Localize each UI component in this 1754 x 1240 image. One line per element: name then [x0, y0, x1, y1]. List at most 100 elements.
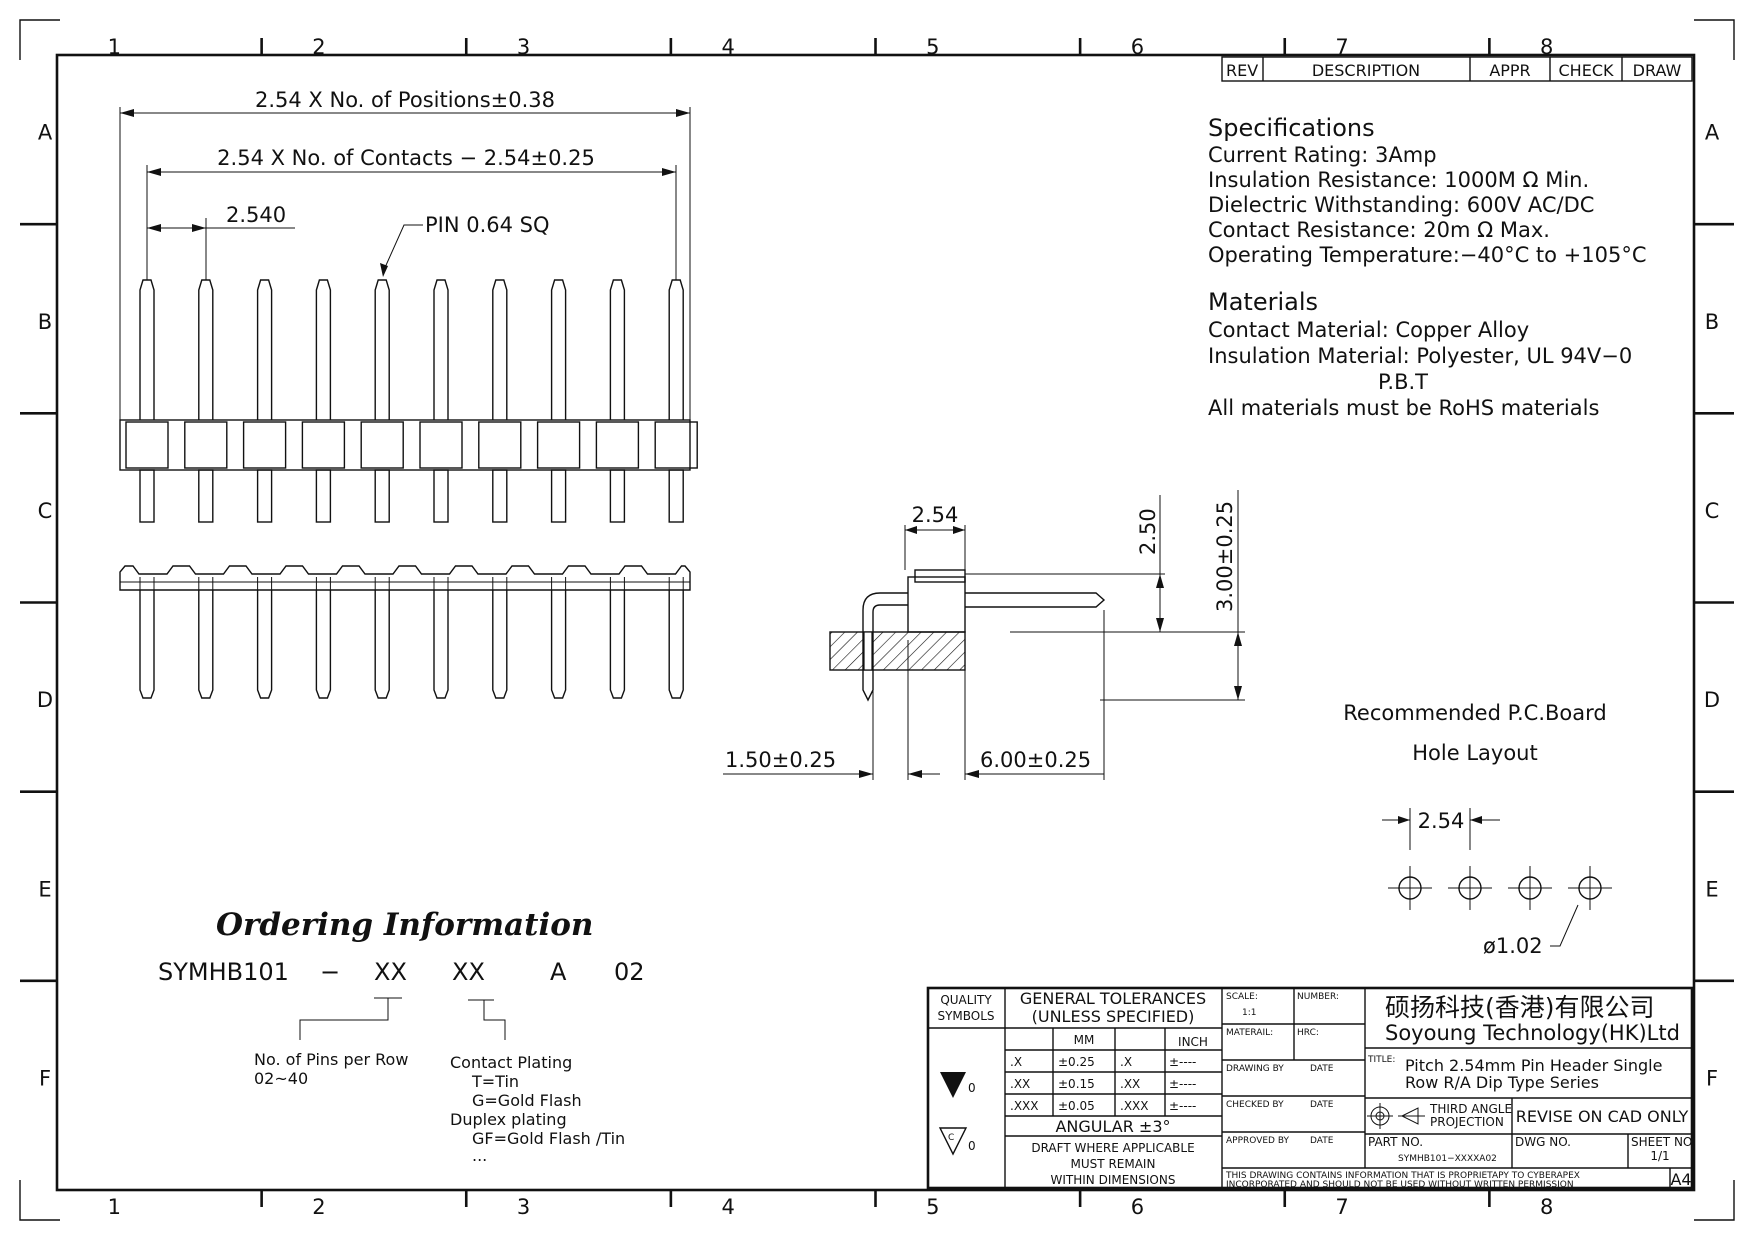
- sheet-size: A4: [1670, 1170, 1691, 1189]
- order-code-suffix: 02: [614, 958, 645, 986]
- sheet-frame: [19, 19, 1735, 1221]
- appr-header: APPR: [1489, 61, 1530, 80]
- plating-line-1: Contact Plating: [450, 1053, 572, 1072]
- mm-header: MM: [1074, 1033, 1095, 1047]
- dim-side-width: 2.54: [912, 503, 959, 527]
- dim-contacts: 2.54 X No. of Contacts − 2.54±0.25: [217, 146, 595, 170]
- drawing-title-line2: Row R/A Dip Type Series: [1405, 1073, 1599, 1092]
- tolerance-decimal-inch: .XX: [1120, 1077, 1140, 1091]
- row-label-left: B: [38, 310, 52, 334]
- row-label-right: E: [1705, 877, 1718, 901]
- sheet-no-value: 1/1: [1650, 1149, 1669, 1163]
- column-label-bottom: 3: [517, 1195, 530, 1219]
- tolerance-mm: ±0.15: [1058, 1077, 1095, 1091]
- row-label-left: D: [37, 688, 53, 712]
- company-name-en: Soyoung Technology(HK)Ltd: [1385, 1021, 1680, 1045]
- specifications: Specifications Current Rating: 3Amp Insu…: [1208, 114, 1647, 420]
- projection-line1: THIRD ANGLE: [1429, 1102, 1512, 1116]
- projection-line2: PROJECTION: [1430, 1115, 1504, 1129]
- quality-symbol-filled: [940, 1072, 966, 1098]
- sheet-no-label: SHEET NO.: [1631, 1135, 1696, 1149]
- quality-symbol-outline: [938, 1127, 968, 1156]
- part-no-label: PART NO.: [1368, 1135, 1423, 1149]
- order-code-type: A: [550, 958, 567, 986]
- order-code-pins: XX: [374, 958, 407, 986]
- row-label-right: F: [1706, 1066, 1718, 1090]
- title-label: TITLE:: [1367, 1055, 1395, 1065]
- tolerance-line1: GENERAL TOLERANCES: [1020, 989, 1206, 1008]
- column-label-top: 1: [108, 35, 121, 59]
- plating-line-2: T=Tin: [471, 1072, 519, 1091]
- column-label-bottom: 1: [108, 1195, 121, 1219]
- ordering-heading: Ordering Information: [216, 907, 593, 943]
- column-label-bottom: 6: [1131, 1195, 1144, 1219]
- revision-block: REV DESCRIPTION APPR CHECK DRAW: [1221, 56, 1693, 82]
- drawing-title-line1: Pitch 2.54mm Pin Header Single: [1405, 1056, 1662, 1075]
- dim-side-height: 2.50: [1136, 508, 1160, 555]
- dim-pitch: 2.540: [226, 203, 286, 227]
- order-code-base: SYMHB101: [158, 958, 289, 986]
- approved-by-label: APPROVED BY: [1226, 1136, 1290, 1146]
- spec-line-2: Insulation Resistance: 1000M Ω Min.: [1208, 168, 1589, 192]
- dim-positions: 2.54 X No. of Positions±0.38: [255, 88, 555, 112]
- quality-symbol-2-value: 0: [968, 1139, 976, 1153]
- column-label-top: 7: [1335, 35, 1348, 59]
- inch-header: INCH: [1178, 1035, 1208, 1049]
- front-view: 2.54 X No. of Positions±0.38 2.54 X No. …: [119, 88, 698, 699]
- column-label-top: 5: [926, 35, 939, 59]
- material-line-4: All materials must be RoHS materials: [1208, 396, 1599, 420]
- drawing-by-label: DRAWING BY: [1226, 1064, 1284, 1074]
- tolerance-line2: (UNLESS SPECIFIED): [1032, 1007, 1195, 1026]
- title-block: QUALITY SYMBOLS 0 C 0 GENERAL TOLERANCES…: [926, 986, 1696, 1190]
- dwg-no-label: DWG NO.: [1515, 1135, 1571, 1149]
- tolerance-inch: ±----: [1169, 1055, 1196, 1069]
- quality-symbol-1-value: 0: [968, 1081, 976, 1095]
- row-label-right: D: [1704, 688, 1720, 712]
- column-label-top: 8: [1540, 35, 1553, 59]
- plating-line-5: GF=Gold Flash /Tin: [472, 1129, 625, 1148]
- row-label-left: F: [39, 1066, 51, 1090]
- draft-line-1: DRAFT WHERE APPLICABLE: [1031, 1141, 1194, 1155]
- quality-label: QUALITY: [940, 993, 992, 1007]
- material-line-2: Insulation Material: Polyester, UL 94V−0: [1208, 344, 1632, 368]
- symbols-label: SYMBOLS: [937, 1009, 994, 1023]
- row-label-right: B: [1705, 310, 1719, 334]
- order-code-plating: XX: [452, 958, 485, 986]
- spec-line-3: Dielectric Withstanding: 600V AC/DC: [1208, 193, 1594, 217]
- company-name-cn: 硕扬科技(香港)有限公司: [1385, 993, 1655, 1022]
- order-code-dash: −: [320, 958, 340, 986]
- spec-line-4: Contact Resistance: 20m Ω Max.: [1208, 218, 1550, 242]
- pin-note: PIN 0.64 SQ: [425, 213, 550, 237]
- third-angle-projection-icon: [1367, 1103, 1425, 1129]
- tolerance-decimal-inch: .X: [1120, 1055, 1132, 1069]
- draw-header: DRAW: [1633, 61, 1682, 80]
- description-header: DESCRIPTION: [1312, 61, 1420, 80]
- side-view: 2.54 2.50 3.00±0.25 1.50±0.25 6.00±0.25: [723, 490, 1245, 780]
- hrc-label: HRC:: [1297, 1028, 1319, 1038]
- column-label-top: 2: [312, 35, 325, 59]
- row-label-left: A: [38, 121, 53, 145]
- dim-side-right: 6.00±0.25: [980, 748, 1091, 772]
- part-no-value: SYMHB101−XXXXA02: [1398, 1154, 1497, 1164]
- dim-side-left: 1.50±0.25: [725, 748, 836, 772]
- tolerance-mm: ±0.05: [1058, 1099, 1095, 1113]
- plating-line-3: G=Gold Flash: [472, 1091, 582, 1110]
- column-label-bottom: 8: [1540, 1195, 1553, 1219]
- tolerance-decimal: .XX: [1010, 1077, 1030, 1091]
- tolerance-decimal-inch: .XXX: [1120, 1099, 1148, 1113]
- ordering-information: Ordering Information SYMHB101 − XX XX A …: [158, 907, 645, 1165]
- plating-line-4: Duplex plating: [450, 1110, 567, 1129]
- column-label-bottom: 5: [926, 1195, 939, 1219]
- row-label-left: C: [38, 499, 53, 523]
- tolerance-inch: ±----: [1169, 1099, 1196, 1113]
- tolerance-decimal: .X: [1010, 1055, 1022, 1069]
- scale-value: 1:1: [1242, 1008, 1256, 1018]
- svg-text:C: C: [948, 1133, 954, 1143]
- material-line-3: P.B.T: [1378, 370, 1428, 394]
- checked-date-label: DATE: [1310, 1100, 1334, 1110]
- check-header: CHECK: [1559, 61, 1614, 80]
- pcb-title-line1: Recommended P.C.Board: [1343, 701, 1606, 725]
- column-label-top: 6: [1131, 35, 1144, 59]
